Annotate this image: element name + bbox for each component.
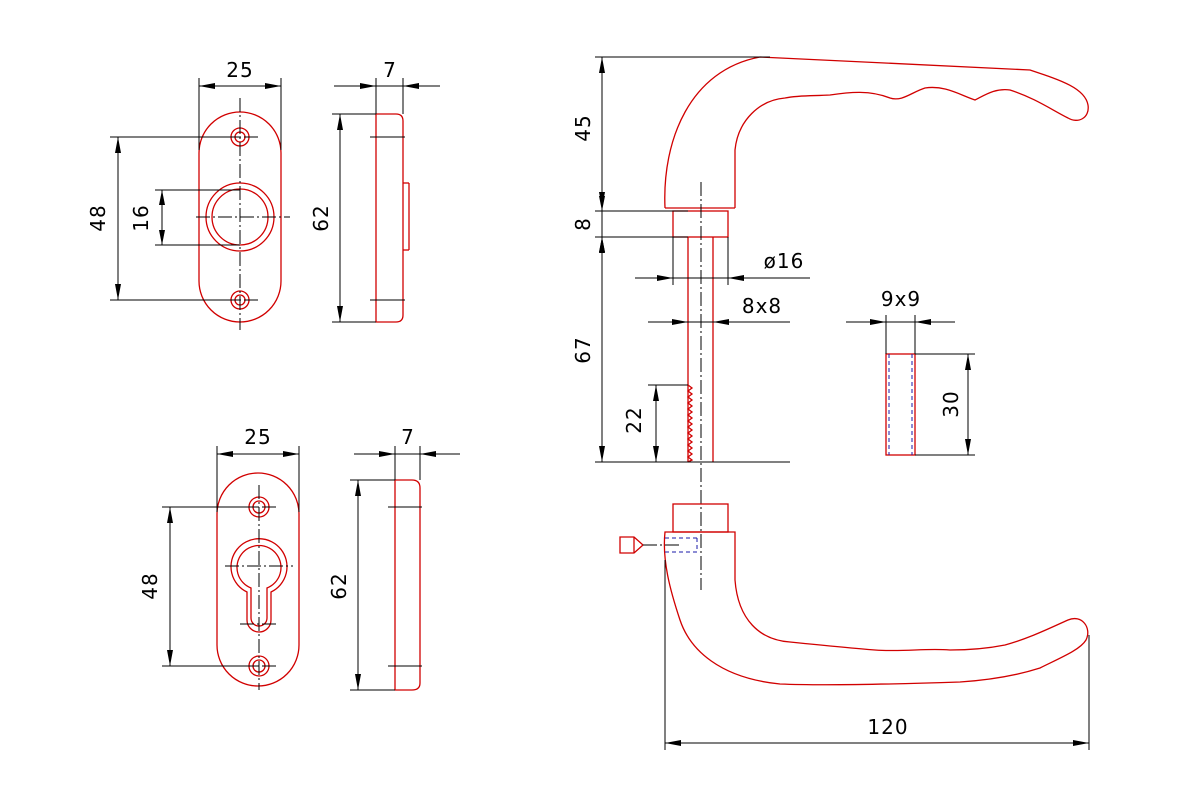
dim-rose-top-side-height: 62 [309, 204, 333, 231]
dim-rose-top-depth: 7 [383, 58, 397, 82]
rose-bottom-side [388, 479, 422, 691]
rose-top-dims: 25 48 16 [86, 58, 282, 301]
rose-top-side [370, 113, 410, 323]
square-section [885, 353, 916, 456]
rose-top-side-dims: 7 62 [309, 58, 440, 323]
rose-top-front [196, 98, 290, 330]
dim-spindle-square: 8x8 [742, 294, 782, 318]
dim-square-section: 9x9 [881, 287, 921, 311]
rose-bottom-dims: 25 48 [138, 425, 300, 667]
dim-rose-bottom-depth: 7 [401, 425, 415, 449]
lever-top [664, 56, 1089, 590]
dim-rose-top-width: 25 [226, 58, 253, 82]
square-section-dims: 9x9 30 [846, 287, 975, 456]
lever-bottom [619, 503, 1089, 686]
dim-rose-bottom-side-height: 62 [327, 572, 351, 599]
dim-lever-length: 120 [867, 715, 908, 739]
dim-spindle-diameter: ø16 [764, 249, 805, 273]
rose-bottom-front [216, 472, 300, 690]
dim-rose-top-height: 48 [86, 204, 110, 231]
rose-bottom-side-dims: 7 62 [327, 425, 460, 691]
dim-rose-top-bore: 16 [129, 204, 153, 231]
lever-bottom-dims: 120 [664, 560, 1090, 750]
dim-rose-bottom-height: 48 [138, 572, 162, 599]
dim-thread-length: 22 [622, 406, 646, 433]
dim-square-length: 30 [939, 390, 963, 417]
dim-lever-height: 45 [571, 114, 595, 141]
lever-top-dims: 45 8 67 22 ø16 8x8 [571, 56, 810, 463]
dim-rose-bottom-width: 25 [244, 425, 271, 449]
dim-spindle-length: 67 [571, 336, 595, 363]
dim-neck-height: 8 [571, 217, 595, 231]
